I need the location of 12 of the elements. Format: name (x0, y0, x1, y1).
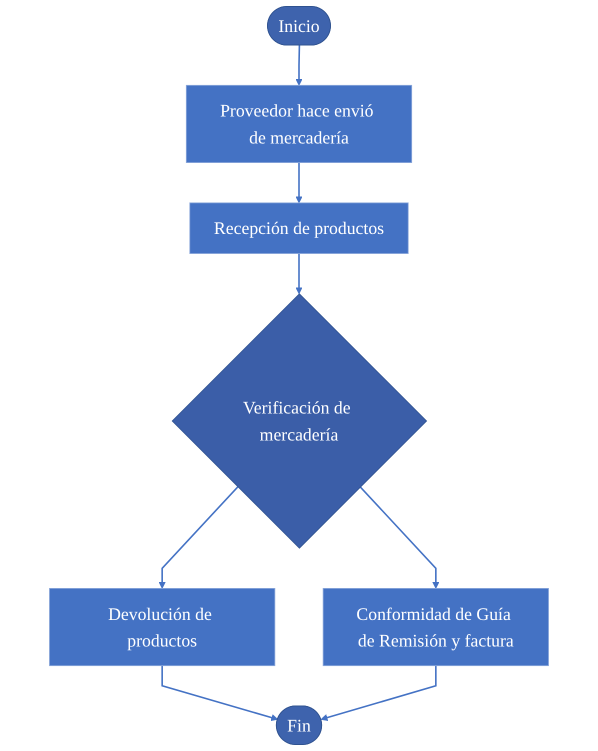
arrow (360, 486, 440, 589)
arrow (295, 45, 303, 86)
arrow (320, 666, 437, 721)
arrow (295, 162, 303, 204)
arrow (161, 666, 278, 722)
node-diamond: Verificación de mercadería (172, 293, 428, 549)
node-box: Conformidad de Guía de Remisión y factura (322, 588, 549, 666)
node-box: Proveedor hace envió de mercadería (186, 84, 412, 163)
node-box: Recepción de productos (189, 202, 409, 254)
arrow (295, 254, 303, 294)
arrow (158, 486, 238, 589)
node-box: Devolución de productos (49, 588, 276, 666)
